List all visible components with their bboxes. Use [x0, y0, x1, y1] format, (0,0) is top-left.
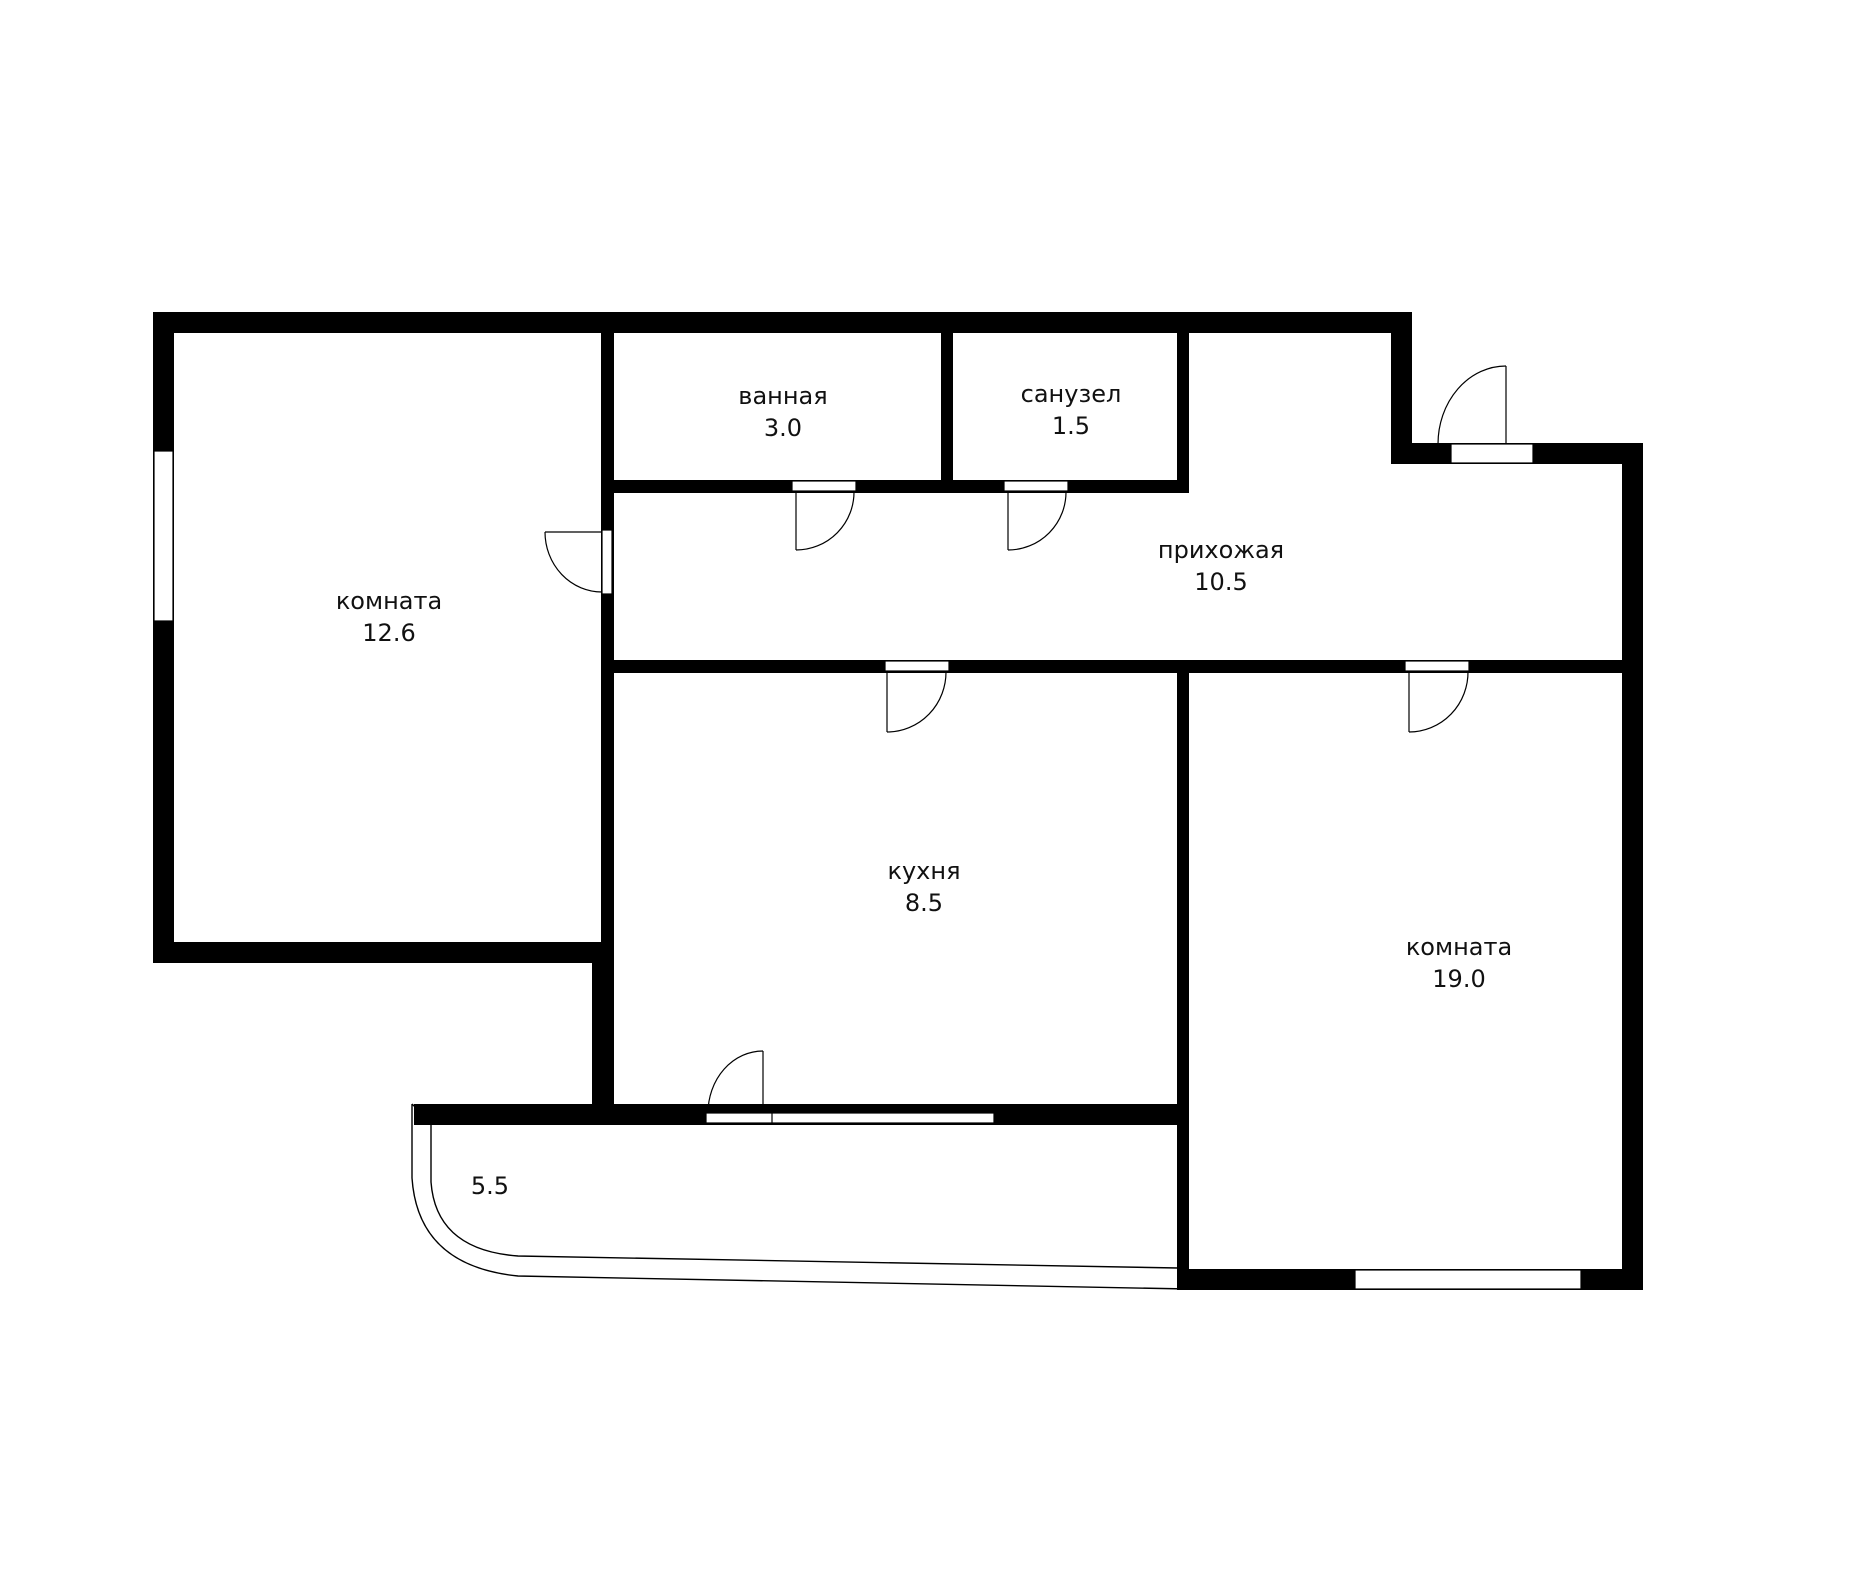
balcony-outline: [411, 1103, 1189, 1290]
room-right-name: комната: [1406, 933, 1512, 961]
bathroom-area: 3.0: [764, 414, 802, 442]
wall-left-room-right: [601, 312, 614, 1112]
wall-top: [153, 312, 1412, 333]
doors: [544, 365, 1534, 1124]
wall-left: [153, 312, 174, 963]
room-left-name: комната: [336, 587, 442, 615]
hallway-name: прихожая: [1158, 536, 1284, 564]
kitchen-area: 8.5: [905, 889, 943, 917]
wall-bath-toilet: [941, 312, 953, 492]
wall-right: [1622, 443, 1643, 1290]
kitchen-name: кухня: [887, 857, 960, 885]
bathroom-name: ванная: [738, 382, 827, 410]
room-right-area: 19.0: [1432, 965, 1485, 993]
wall-hallway-bottom: [601, 660, 1643, 673]
door-kitchen[interactable]: [884, 660, 950, 733]
door-right-room[interactable]: [1404, 660, 1470, 733]
window-right-room: [1354, 1269, 1582, 1290]
window-kitchen-balcony: [770, 1112, 995, 1124]
door-balcony[interactable]: [705, 1050, 773, 1124]
door-bathroom[interactable]: [791, 480, 857, 551]
wall-left-room-bottom: [153, 942, 605, 963]
hallway-area: 10.5: [1194, 568, 1247, 596]
window-left-room: [153, 450, 174, 622]
wall-wet-rooms-bottom: [601, 480, 1189, 493]
balcony-area: 5.5: [471, 1172, 509, 1200]
windows: [153, 450, 1582, 1290]
door-left-room[interactable]: [544, 529, 613, 595]
toilet-name: санузел: [1021, 380, 1122, 408]
toilet-area: 1.5: [1052, 412, 1090, 440]
door-entrance[interactable]: [1437, 365, 1534, 464]
walls: [153, 312, 1643, 1290]
wall-step-vertical: [1391, 312, 1412, 464]
wall-toilet-right: [1177, 312, 1189, 492]
room-labels: комната 12.6 ванная 3.0 санузел 1.5 прих…: [336, 380, 1512, 1200]
wall-kitchen-right: [1177, 660, 1189, 1290]
room-left-area: 12.6: [362, 619, 415, 647]
door-toilet[interactable]: [1003, 480, 1069, 551]
